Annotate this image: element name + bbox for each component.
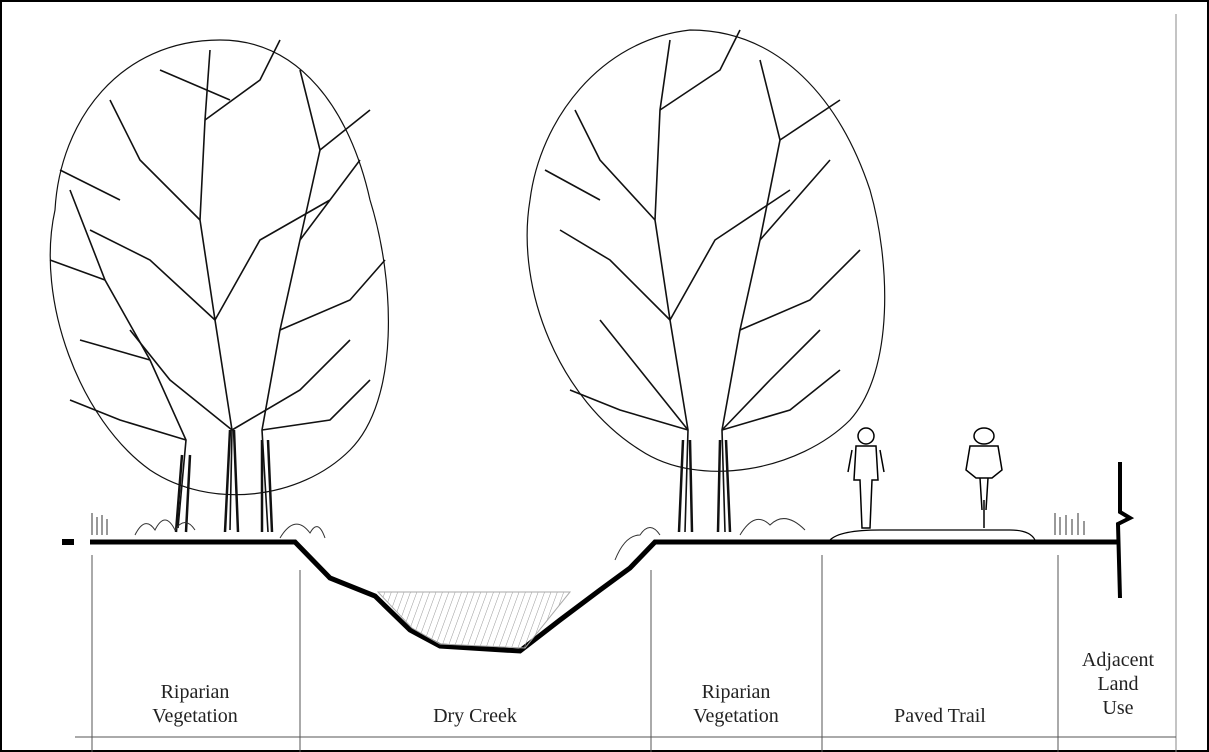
cyclist-figure xyxy=(966,428,1002,528)
tree-left-trunks xyxy=(176,430,272,532)
property-line-break xyxy=(1118,462,1130,598)
ground-left-tick xyxy=(62,539,74,545)
pedestrian-figure xyxy=(848,428,884,528)
creek-water xyxy=(378,592,570,648)
ground-profile xyxy=(90,542,1118,651)
label-dry-creek: Dry Creek xyxy=(305,704,645,728)
tree-right-group xyxy=(527,30,885,532)
label-paved-trail: Paved Trail xyxy=(826,704,1054,728)
paved-trail-slab xyxy=(830,530,1035,540)
tree-left-group xyxy=(50,40,388,532)
shrubs xyxy=(92,513,1084,560)
